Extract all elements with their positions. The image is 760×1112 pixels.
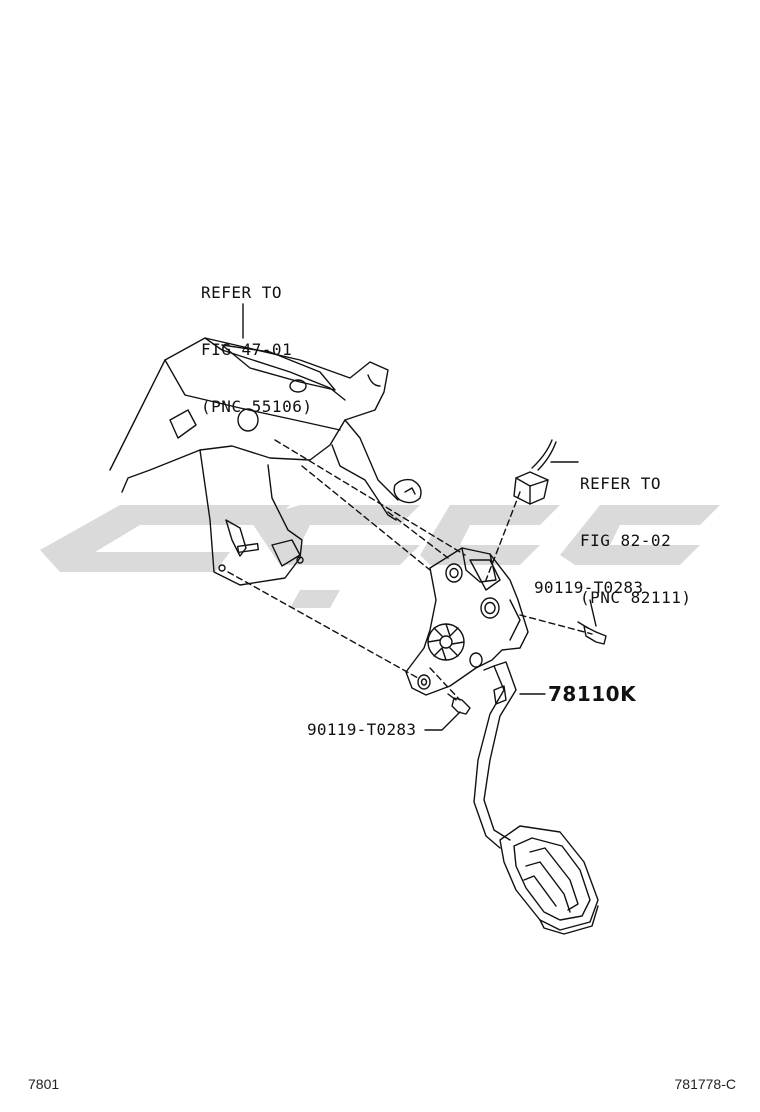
bracket-ref-line-3: (PNC 55106) (201, 397, 313, 416)
bolt-left-leader-line (424, 711, 461, 731)
part-number-bolt-left: 90119-T0283 (307, 720, 417, 739)
bracket-ref-line-2: FIG 47-01 (201, 340, 293, 359)
bracket-reference-callout: REFER TO FIG 47-01 (PNC 55106) (201, 245, 312, 454)
bracket-ref-line-1: REFER TO (201, 283, 283, 302)
part-number-bolt-right: 90119-T0283 (534, 578, 644, 597)
connector (513, 439, 557, 505)
watermark-logo (40, 505, 720, 608)
footer-right-code: 781778-C (674, 1076, 737, 1092)
bolt-right-leader-line (589, 599, 597, 627)
connector-reference-callout: REFER TO FIG 82-02 (PNC 82111) (580, 436, 691, 645)
connector-ref-line-2: FIG 82-02 (580, 531, 672, 550)
bolt-left (447, 693, 471, 715)
bolt-right (577, 621, 607, 645)
connector-ref-line-3: (PNC 82111) (580, 588, 692, 607)
accelerator-pedal-assembly (405, 547, 599, 935)
alignment-lines (227, 439, 593, 701)
footer-left-code: 7801 (28, 1076, 60, 1092)
part-number-pedal-assembly: 78110K (548, 682, 637, 706)
connector-ref-line-1: REFER TO (580, 474, 662, 493)
pedal-bracket (109, 337, 422, 586)
